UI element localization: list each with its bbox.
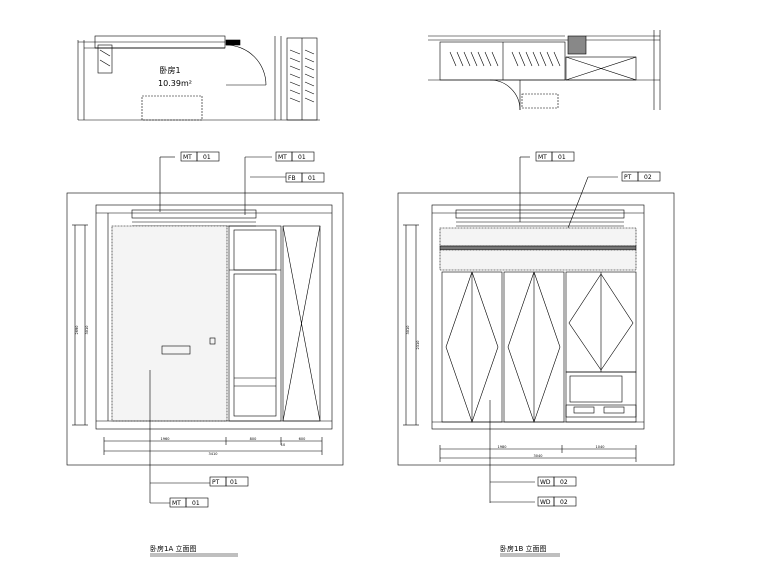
plan-room-name: 卧房1 [159,65,180,75]
elev-b-dim-2: 1040 [596,445,605,449]
elev-a-dim-1: 1960 [161,437,170,441]
elev-b-tag-1-code: MT [538,154,547,161]
elevation-a-title: 卧房1A 立面图 [150,544,196,553]
elev-b-tag-4-code: WD [540,499,551,506]
plan-right [428,30,661,111]
elev-b-dim-total: 3040 [534,454,543,458]
elev-a-tag-1-code: MT [183,154,192,161]
elev-a-tag-1-number: 01 [203,154,211,161]
elev-a-tag-4-code: PT [212,479,220,486]
elev-b-tag-3-number: 02 [560,479,568,486]
elev-b-side-dim-2: 2310 [416,341,420,350]
elev-a-side-dim-1: 2690 [75,326,79,335]
elev-a-dim-3: 10 [281,443,285,447]
elevation-a: 1960 800 10 600 3410 2690 3010 MT 01 MT … [66,151,344,557]
elev-a-tag-3-number: 01 [308,175,316,182]
elev-b-tag-3-code: WD [540,479,551,486]
elev-a-tag-5-code: MT [172,500,181,507]
elev-b-tag-1-number: 01 [558,154,566,161]
elev-b-tag-2-number: 02 [644,174,652,181]
elev-a-dim-4: 600 [299,437,306,441]
elev-a-tag-3-code: FB [288,175,296,182]
elev-b-tag-2-code: PT [624,174,632,181]
plan-room-area: 10.39m² [158,79,192,88]
elev-a-tag-4-number: 01 [230,479,238,486]
elev-b-tag-4-number: 02 [560,499,568,506]
plan-left: 卧房1 10.39m² [77,35,320,121]
elevation-a-outer-frame [66,192,344,466]
elev-a-dim-total: 3410 [209,452,218,456]
elev-a-tag-2-number: 01 [298,154,306,161]
elev-b-side-dim-1: 3010 [406,326,410,335]
elev-a-side-dim-2: 3010 [85,326,89,335]
elevation-b-outer-frame [397,192,675,466]
stone-wall-panel [111,225,228,422]
elev-a-tag-5-number: 01 [192,500,200,507]
elev-a-tag-2-code: MT [278,154,287,161]
elev-a-dim-2: 800 [250,437,257,441]
elev-b-dim-1: 1980 [498,445,507,449]
elevation-b-title: 卧房1B 立面图 [500,544,546,553]
elevation-b: 1980 1040 3040 3010 2310 MT 01 PT 02 WD … [397,151,675,557]
